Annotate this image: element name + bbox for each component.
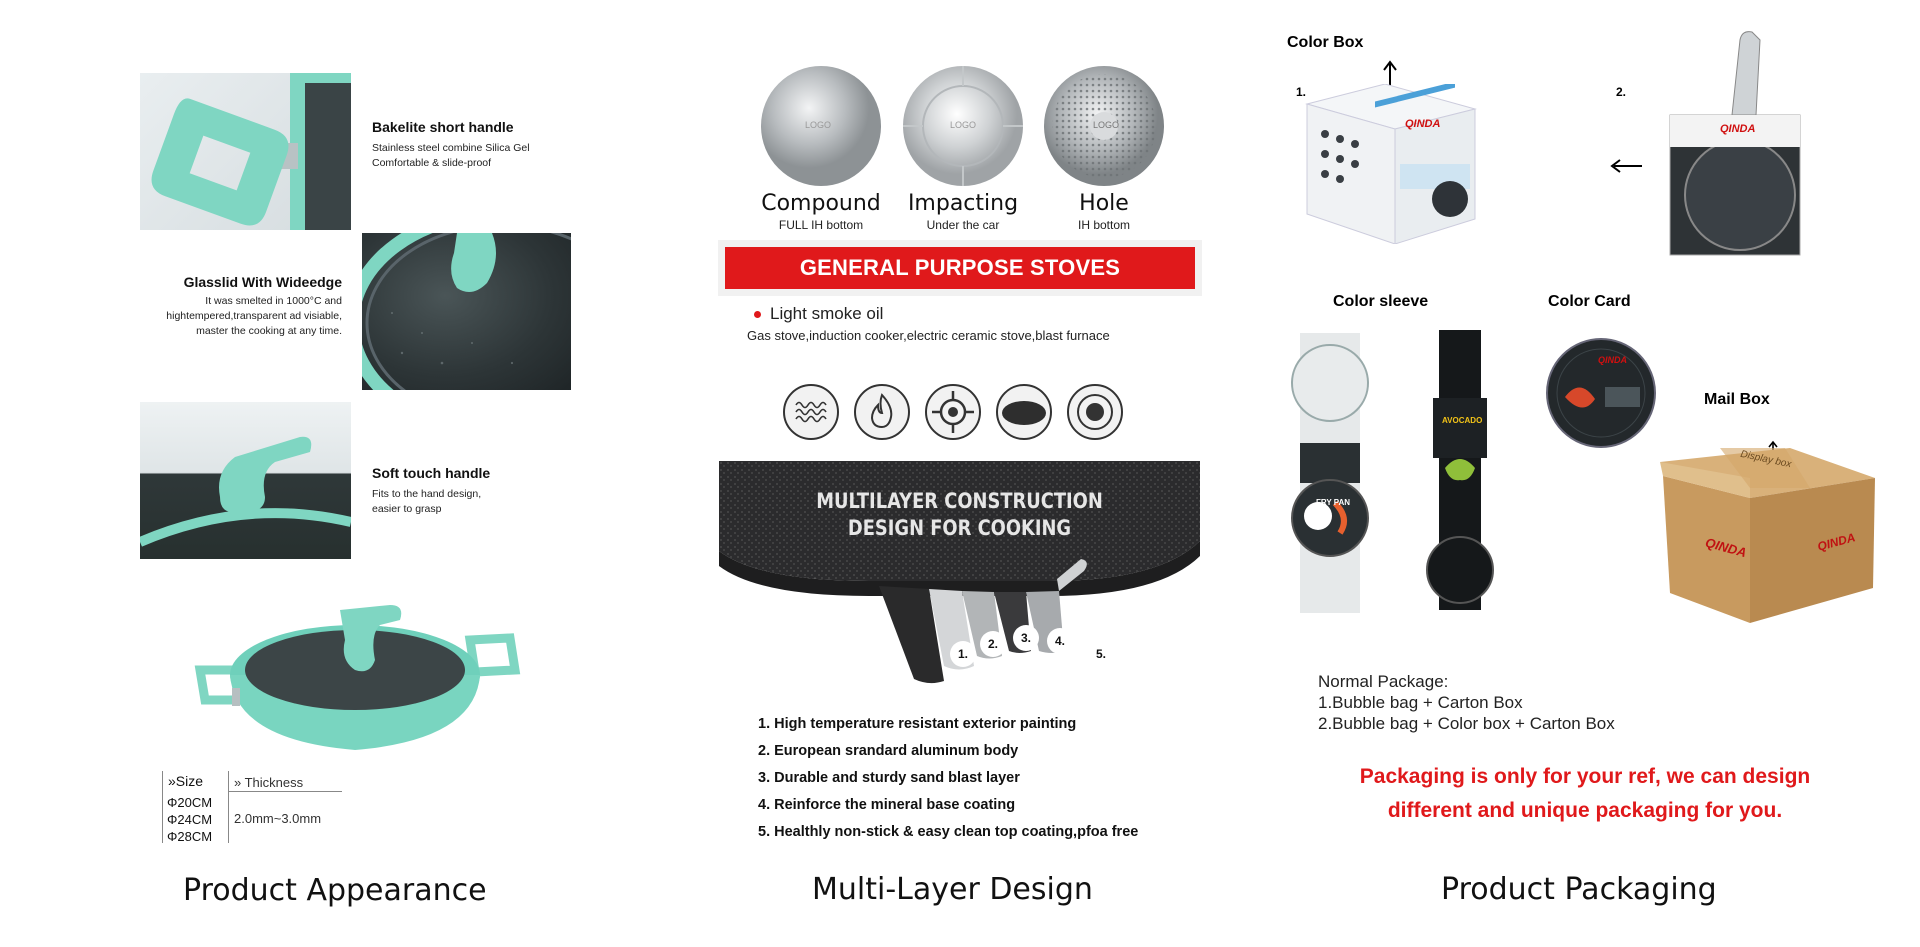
layer-badge-3: 3. — [1013, 625, 1039, 651]
layer-item-2: 2. European srandard aluminum body — [758, 743, 1019, 759]
impacting-disc — [903, 66, 1023, 186]
packaging-notice-line2: different and unique packaging for you. — [1387, 799, 1783, 822]
construction-title-line2: DESIGN FOR COOKING — [847, 516, 1072, 540]
spec-size-3: Φ28CM — [167, 829, 213, 844]
spec-header-size: »Size — [168, 773, 204, 789]
gas-burner-icon — [925, 384, 981, 440]
pan-layers-illustration — [719, 461, 1200, 684]
feature-desc-glasslid-3: master the cooking at any time. — [196, 325, 342, 337]
disc-sub-compound: FULL IH bottom — [778, 218, 864, 232]
color-box-illustration — [1305, 84, 1477, 244]
multilayer-title: Multi-Layer Design — [812, 872, 1093, 907]
impacting-logo: LOGO — [950, 120, 977, 130]
disc-label-hole: Hole — [1079, 191, 1129, 216]
layer-item-3: 3. Durable and sturdy sand blast layer — [758, 770, 1020, 786]
boxed-pan-illustration — [1669, 31, 1801, 256]
label-mail-box: Mail Box — [1704, 391, 1770, 408]
spec-table: »Size » Thickness Φ20CM Φ24CM Φ28CM 2.0m… — [162, 771, 342, 844]
sleeve-2-caption: AVOCADO — [1442, 416, 1483, 425]
packaging-title: Product Packaging — [1441, 872, 1717, 907]
spec-header-line — [228, 791, 342, 792]
construction-title-line1: MULTILAYER CONSTRUCTION — [816, 489, 1103, 513]
color-sleeve-1-illustration — [1291, 333, 1369, 613]
disc-label-compound: Compound — [761, 191, 881, 216]
feature-desc-glasslid-1: It was smelted in 1000°C and — [205, 295, 342, 307]
color-card-brand: QINDA — [1598, 355, 1627, 365]
handle-illustration — [151, 73, 351, 230]
layer-item-4: 4. Reinforce the mineral base coating — [758, 797, 1016, 813]
smoke-bullet-text: Light smoke oil — [770, 304, 884, 323]
sleeve-1-caption: FRY PAN — [1316, 498, 1351, 507]
arrow-left-icon — [1610, 159, 1642, 173]
glasslid-photo — [362, 233, 571, 390]
feature-desc-softtouch-1: Fits to the hand design, — [372, 488, 482, 500]
ceramic-plate-icon — [996, 384, 1052, 440]
layer-badge-1: 1. — [950, 641, 976, 667]
feature-title-bakelite: Bakelite short handle — [372, 119, 514, 135]
spec-header-thickness: » Thickness — [234, 775, 304, 790]
color-card-illustration — [1546, 338, 1656, 448]
disc-sub-hole: IH bottom — [1077, 218, 1131, 232]
soft-touch-handle-photo — [140, 402, 351, 559]
soft-handle-illustration — [140, 436, 351, 547]
spec-size-1: Φ20CM — [167, 795, 213, 810]
spec-size-2: Φ24CM — [167, 812, 213, 827]
color-box-brand: QINDA — [1405, 118, 1441, 130]
label-color-sleeve: Color sleeve — [1333, 293, 1429, 310]
arrow-up-icon — [1383, 60, 1397, 88]
induction-coil-icon — [783, 384, 839, 440]
feature-desc-bakelite-2: Comfortable & slide-proof — [372, 157, 492, 169]
appearance-title: Product Appearance — [183, 873, 487, 908]
hole-disc — [1044, 66, 1164, 186]
packaging-notice-line1: Packaging is only for your ref, we can d… — [1359, 765, 1811, 788]
layer-item-1: 1. High temperature resistant exterior p… — [758, 716, 1077, 732]
label-color-box: Color Box — [1287, 34, 1364, 51]
label-color-card: Color Card — [1548, 293, 1631, 310]
glasslid-illustration — [362, 233, 571, 390]
spec-left-line — [162, 771, 163, 843]
stove-types-text: Gas stove,induction cooker,electric cera… — [747, 328, 1110, 343]
layer-badge-5: 5. — [1088, 641, 1114, 667]
boxed-pan-brand: QINDA — [1720, 123, 1756, 135]
feature-desc-glasslid-2: hightempered,transparent ad visiable, — [166, 310, 342, 322]
spec-mid-line — [228, 771, 229, 843]
feature-title-softtouch: Soft touch handle — [372, 465, 491, 481]
step-1-label: 1. — [1296, 85, 1307, 99]
normal-package-title: Normal Package: — [1318, 672, 1449, 691]
hole-logo: LOGO — [1093, 120, 1120, 130]
layer-badge-2: 2. — [980, 631, 1006, 657]
feature-desc-bakelite-1: Stainless steel combine Silica Gel — [372, 142, 530, 154]
feature-title-glasslid: Glasslid With Wideedge — [183, 274, 342, 290]
casserole-pot-illustration — [194, 605, 521, 750]
electric-hob-icon — [1067, 384, 1123, 440]
disc-sub-impacting: Under the car — [926, 218, 1000, 232]
normal-package-item-1: 1.Bubble bag + Carton Box — [1318, 693, 1523, 712]
stoves-banner: GENERAL PURPOSE STOVES — [725, 247, 1195, 289]
step-2-label: 2. — [1616, 85, 1627, 99]
smoke-bullet-dot — [754, 311, 761, 318]
feature-desc-softtouch-2: easier to grasp — [372, 503, 442, 515]
compound-disc — [761, 66, 881, 186]
layer-item-5: 5. Healthly non-stick & easy clean top c… — [758, 824, 1139, 840]
bakelite-handle-photo — [140, 73, 351, 230]
layer-badge-4: 4. — [1047, 628, 1073, 654]
compound-logo: LOGO — [805, 120, 832, 130]
normal-package-item-2: 2.Bubble bag + Color box + Carton Box — [1318, 714, 1615, 733]
color-sleeve-2-illustration — [1426, 330, 1494, 610]
disc-label-impacting: Impacting — [907, 191, 1019, 216]
gas-flame-icon — [854, 384, 910, 440]
mail-box-illustration — [1660, 448, 1875, 623]
spec-thickness-value: 2.0mm~3.0mm — [234, 811, 322, 826]
